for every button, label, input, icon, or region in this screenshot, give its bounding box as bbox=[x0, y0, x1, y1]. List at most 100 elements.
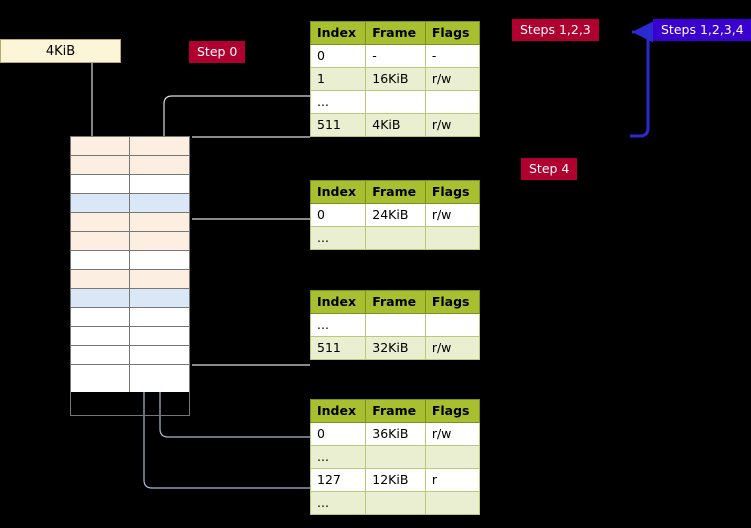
cell-index: 511 bbox=[309, 113, 367, 137]
cell-flags: r bbox=[424, 468, 481, 492]
page-table-pdp: Index Frame Flags 0 24KiB r/w ... bbox=[309, 180, 481, 250]
page-table-pml4: Index Frame Flags 0 - - 1 16KiB r/w ... bbox=[309, 21, 481, 137]
table-header-row: Index Frame Flags bbox=[309, 21, 481, 45]
memory-cell bbox=[71, 308, 130, 326]
label-step-4: Step 4 bbox=[521, 158, 578, 180]
memory-row bbox=[71, 232, 189, 251]
table-row: ... bbox=[309, 313, 481, 337]
table-row: 0 36KiB r/w bbox=[309, 422, 481, 446]
table-row: ... bbox=[309, 90, 481, 114]
table-row: ... bbox=[309, 226, 481, 250]
memory-row bbox=[71, 289, 189, 308]
memory-row-body bbox=[71, 175, 189, 193]
memory-cell bbox=[130, 251, 189, 269]
memory-cell bbox=[130, 232, 189, 250]
label-steps-1234-text: Steps 1,2,3,4 bbox=[661, 22, 744, 37]
memory-cell bbox=[71, 251, 130, 269]
cell-flags bbox=[424, 491, 481, 515]
memory-cell bbox=[71, 327, 130, 345]
memory-row-body bbox=[71, 137, 189, 155]
cell-flags: r/w bbox=[424, 203, 481, 227]
cell-frame: 32KiB bbox=[365, 336, 426, 360]
cell-frame bbox=[365, 491, 426, 515]
cell-index: ... bbox=[309, 90, 367, 114]
memory-cell bbox=[71, 156, 130, 174]
cell-flags: r/w bbox=[424, 67, 481, 91]
label-steps-123: Steps 1,2,3 bbox=[512, 19, 599, 41]
memory-cell bbox=[130, 327, 189, 345]
column-header-flags: Flags bbox=[424, 399, 481, 423]
memory-cell bbox=[130, 213, 189, 231]
cell-frame bbox=[365, 313, 426, 337]
cell-index: 1 bbox=[309, 67, 367, 91]
cell-frame: 12KiB bbox=[365, 468, 426, 492]
memory-cell bbox=[130, 270, 189, 288]
page-table-pt: Index Frame Flags 0 36KiB r/w ... 127 12… bbox=[309, 399, 481, 515]
memory-row-body bbox=[71, 346, 189, 364]
table-header-row: Index Frame Flags bbox=[309, 180, 481, 204]
column-header-index: Index bbox=[309, 290, 367, 314]
memory-cell bbox=[130, 308, 189, 326]
memory-row-body bbox=[71, 365, 189, 392]
memory-cell bbox=[71, 270, 130, 288]
memory-row bbox=[71, 156, 189, 175]
column-header-index: Index bbox=[309, 180, 367, 204]
memory-row bbox=[71, 327, 189, 346]
table-row: 0 - - bbox=[309, 44, 481, 68]
memory-row bbox=[71, 251, 189, 270]
memory-row bbox=[71, 137, 189, 156]
cell-flags bbox=[424, 90, 481, 114]
column-header-flags: Flags bbox=[424, 21, 481, 45]
table-row: 0 24KiB r/w bbox=[309, 203, 481, 227]
table-row: 127 12KiB r bbox=[309, 468, 481, 492]
cell-frame: - bbox=[365, 44, 426, 68]
memory-row-body bbox=[71, 251, 189, 269]
column-header-frame: Frame bbox=[365, 180, 426, 204]
column-header-index: Index bbox=[309, 399, 367, 423]
page-box-4kib: 4KiB bbox=[0, 39, 121, 63]
memory-cell bbox=[71, 175, 130, 193]
column-header-flags: Flags bbox=[424, 290, 481, 314]
cell-index: ... bbox=[309, 226, 367, 250]
cell-frame: 16KiB bbox=[365, 67, 426, 91]
label-step-0: Step 0 bbox=[189, 41, 246, 63]
memory-row-body bbox=[71, 232, 189, 250]
label-step-4-text: Step 4 bbox=[529, 161, 570, 176]
table-row: 511 4KiB r/w bbox=[309, 113, 481, 137]
memory-cell bbox=[71, 346, 130, 364]
cell-index: 0 bbox=[309, 203, 367, 227]
memory-row bbox=[71, 308, 189, 327]
column-header-flags: Flags bbox=[424, 180, 481, 204]
memory-cell bbox=[71, 137, 130, 155]
memory-row-body bbox=[71, 156, 189, 174]
cell-frame: 4KiB bbox=[365, 113, 426, 137]
memory-row bbox=[71, 346, 189, 365]
page-table-pd: Index Frame Flags ... 511 32KiB r/w bbox=[309, 290, 481, 360]
memory-cell bbox=[130, 156, 189, 174]
memory-row bbox=[71, 194, 189, 213]
table-row: 1 16KiB r/w bbox=[309, 67, 481, 91]
memory-cell bbox=[130, 137, 189, 155]
memory-cell bbox=[71, 365, 130, 392]
memory-cell bbox=[130, 194, 189, 212]
memory-row bbox=[71, 213, 189, 232]
page-box-label: 4KiB bbox=[45, 43, 76, 59]
cell-flags bbox=[424, 445, 481, 469]
cell-index: ... bbox=[309, 313, 367, 337]
memory-row-body bbox=[71, 289, 189, 307]
table-row: 511 32KiB r/w bbox=[309, 336, 481, 360]
table-row: ... bbox=[309, 445, 481, 469]
memory-cell bbox=[130, 346, 189, 364]
column-header-frame: Frame bbox=[365, 399, 426, 423]
cell-flags bbox=[424, 313, 481, 337]
memory-row bbox=[71, 365, 189, 392]
memory-cell bbox=[130, 175, 189, 193]
memory-column bbox=[70, 136, 190, 416]
memory-row-body bbox=[71, 270, 189, 288]
cell-index: 127 bbox=[309, 468, 367, 492]
cell-flags bbox=[424, 226, 481, 250]
cell-flags: r/w bbox=[424, 336, 481, 360]
memory-cell bbox=[130, 289, 189, 307]
cell-index: ... bbox=[309, 445, 367, 469]
cell-flags: r/w bbox=[424, 422, 481, 446]
